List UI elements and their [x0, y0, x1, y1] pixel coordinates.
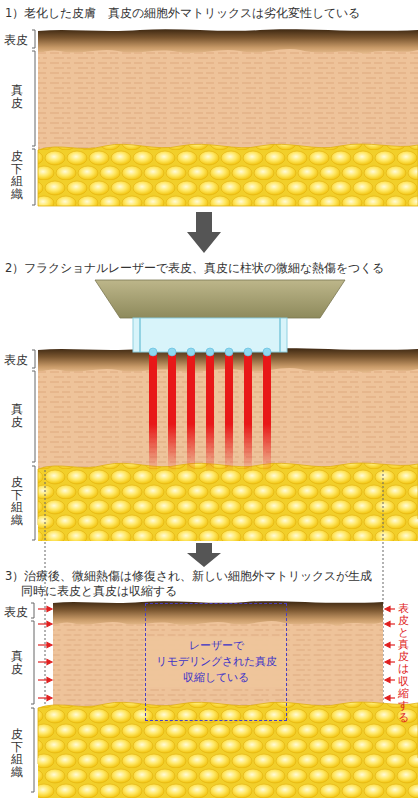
box-text: レーザーで リモデリングされた真皮 収縮している	[146, 637, 286, 687]
layer-label: 表皮	[4, 605, 28, 620]
subcutaneous-fat	[38, 463, 418, 525]
layer-label: 真皮	[11, 84, 23, 109]
step-heading: 2）フラクショナルレーザーで表皮、真皮に柱状の微細な熱傷をつくる	[5, 261, 384, 276]
subcutaneous-fat	[38, 758, 418, 798]
subcutaneous-fat	[38, 702, 418, 764]
contraction-arrows	[38, 607, 395, 701]
epidermis-dermis	[38, 348, 418, 471]
subcutaneous-fat	[38, 144, 418, 206]
laser-device	[95, 280, 345, 318]
layer-label: 真皮	[11, 650, 23, 675]
layer-bracket	[32, 350, 35, 540]
layer-label: 皮下組織	[11, 150, 23, 201]
skin-panel	[38, 702, 418, 798]
down-arrow	[187, 212, 221, 253]
layer-label: 皮下組織	[11, 476, 23, 527]
layer-bracket	[32, 30, 35, 205]
step-heading: 3）治療後、微細熱傷は修復され、新しい細胞外マトリックスが生成 同時に表皮と真皮…	[5, 569, 415, 599]
laser-beams	[149, 352, 271, 472]
skin-panel	[38, 29, 418, 206]
subcutaneous-fat	[38, 519, 418, 541]
step-heading: 1）老化した皮膚 真皮の細胞外マトリックスは劣化変性している	[5, 6, 360, 21]
contraction-note: 表皮と真皮は収縮する	[398, 603, 409, 724]
layer-label: 表皮	[4, 33, 28, 48]
layer-label: 真皮	[11, 403, 23, 428]
remodeled-dermis-box: レーザーで リモデリングされた真皮 収縮している	[145, 603, 287, 721]
skin-panel	[38, 348, 418, 541]
down-arrow	[187, 543, 221, 567]
epidermis-dermis	[38, 29, 418, 152]
laser-spots	[149, 348, 271, 356]
layer-bracket	[31, 603, 34, 792]
laser-tip	[133, 318, 287, 352]
layer-label: 表皮	[4, 353, 28, 368]
layer-label: 皮下組織	[11, 728, 23, 779]
laser-tip-edge	[140, 318, 280, 352]
